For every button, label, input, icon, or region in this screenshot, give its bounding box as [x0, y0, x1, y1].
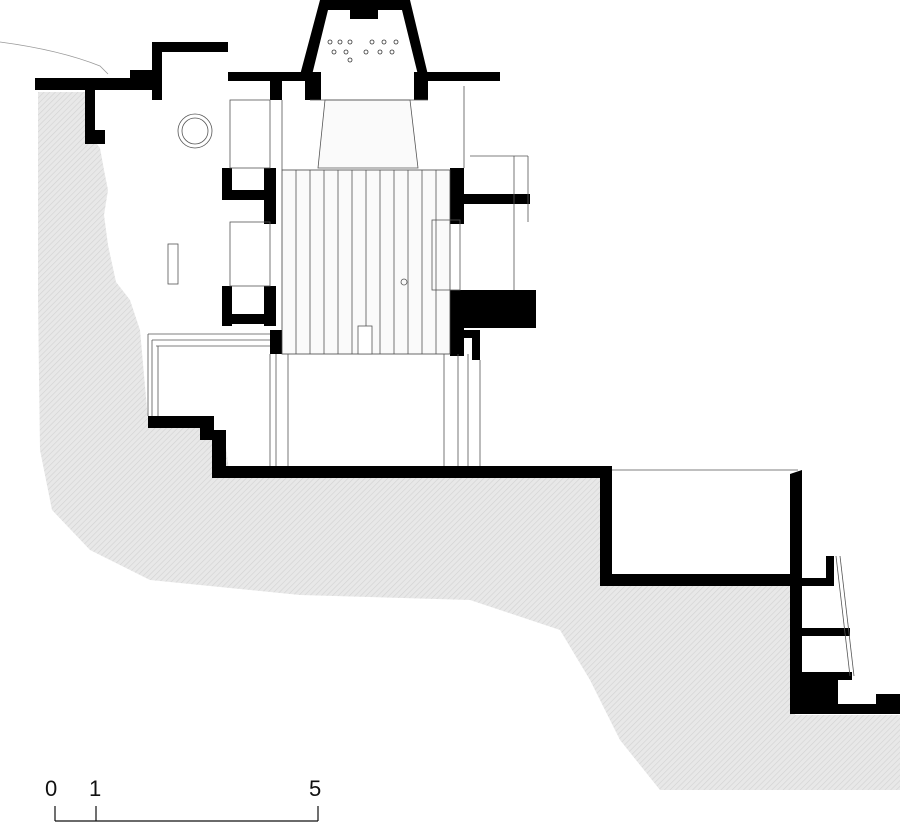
- hillside-line: [0, 41, 109, 75]
- thin-lines: [147, 86, 855, 677]
- tower-perforations: [327, 39, 399, 63]
- scale-label-5: 5: [309, 776, 322, 801]
- scale-label-0: 0: [45, 776, 58, 801]
- scale-label-1: 1: [89, 776, 102, 801]
- scale-bar: [54, 806, 319, 822]
- terrain-hatch: [38, 92, 900, 790]
- cut-walls: [35, 0, 900, 714]
